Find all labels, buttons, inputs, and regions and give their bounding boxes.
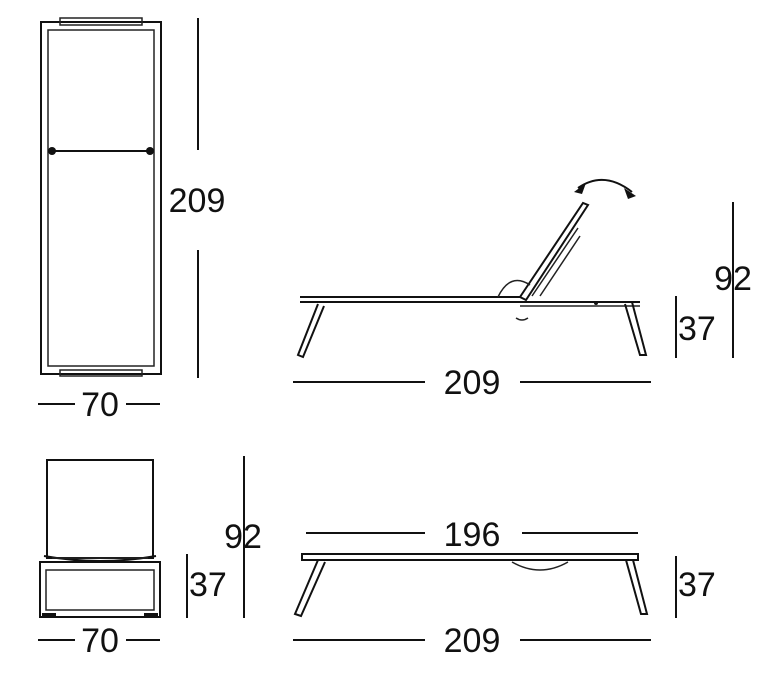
flat-top-length-label: 196 <box>444 516 501 554</box>
front-foot-right <box>144 613 158 618</box>
front-backrest <box>46 459 154 559</box>
top-view-foot-cap <box>59 369 143 377</box>
front-seat-height-label: 37 <box>189 566 227 604</box>
flat-leg-left <box>293 559 326 618</box>
front-frame-inner <box>45 569 155 611</box>
top-view <box>40 17 162 377</box>
top-view-length-label: 209 <box>169 182 226 220</box>
top-view-headrest-cap <box>59 17 143 26</box>
side-view-flat <box>293 532 649 618</box>
front-frame <box>39 561 161 618</box>
rotation-arrow-icon <box>574 179 636 199</box>
flat-seat-height-label: 37 <box>678 566 716 604</box>
reclined-wheel <box>515 317 529 321</box>
front-view <box>39 459 161 618</box>
reclined-seat-height-label: 37 <box>678 310 716 348</box>
front-foot-left <box>42 613 56 618</box>
top-view-hinge-left <box>48 147 56 155</box>
front-width-label: 70 <box>81 622 119 660</box>
reclined-leg-left <box>296 303 325 359</box>
reclined-leg-right <box>624 301 648 356</box>
reclined-length-label: 209 <box>444 364 501 402</box>
top-view-width-label: 70 <box>81 386 119 424</box>
top-view-hinge-right <box>146 147 154 155</box>
side-view-reclined <box>296 179 648 359</box>
reclined-backrest <box>518 201 590 302</box>
flat-wheel <box>511 561 569 571</box>
flat-length-label: 209 <box>444 622 501 660</box>
top-view-inner-frame <box>47 29 155 367</box>
reclined-height-label: 92 <box>714 260 752 298</box>
flat-leg-right <box>625 559 649 615</box>
top-view-frame <box>40 21 162 375</box>
flat-seat <box>301 553 639 561</box>
front-height-label: 92 <box>224 518 262 556</box>
reclined-backrest-support <box>531 227 581 297</box>
reclined-support-arc <box>497 279 531 298</box>
reclined-knob <box>594 301 598 305</box>
